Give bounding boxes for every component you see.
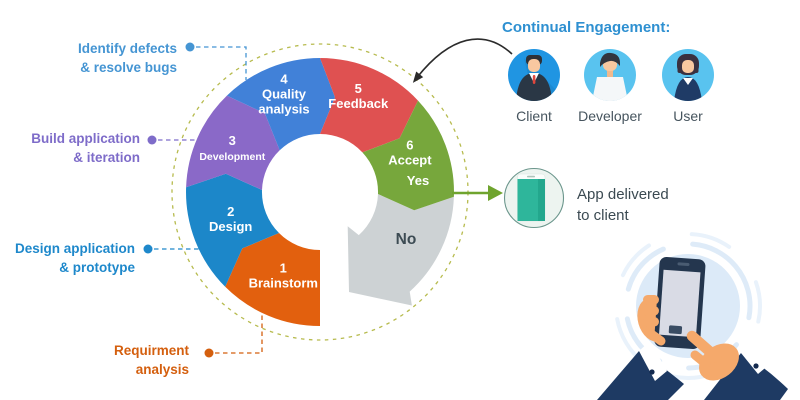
segment-design [186,173,279,287]
label-line: analysis [135,362,189,377]
delivery-line: to client [577,207,629,224]
client-label: Client [516,108,552,124]
client-avatar [508,49,560,101]
app-delivered-text: App delivered to client [577,184,669,226]
label-line: Build application [31,131,140,146]
hands-holding-phone-illustration [597,232,788,400]
label-connectors [143,42,263,358]
segment-quality [226,58,335,151]
developer-avatar [584,49,636,101]
delivery-line: App delivered [577,186,669,203]
user-label: User [673,108,703,124]
segment-development [186,95,280,190]
label-design-application: Design application & prototype [0,239,135,277]
label-line: & prototype [59,260,135,275]
no-arrow-shape [347,194,454,306]
segment-feedback [320,58,418,153]
label-line: & resolve bugs [80,60,177,75]
label-identify-defects: Identify defects & resolve bugs [35,39,177,77]
label-line: Design application [14,241,135,256]
no-return-arrow [305,178,454,306]
feedback-engagement-arrow [412,38,513,83]
continual-engagement-title: Continual Engagement: [502,19,671,36]
connector-dot [147,135,157,145]
app-delivered-phone-icon [503,167,565,229]
user-avatar [662,49,714,101]
connector-dot [185,42,195,52]
label-line: & iteration [73,150,140,165]
segment-brainstorm [225,233,320,327]
connector-line [215,312,263,354]
yes-delivery-arrow [452,185,503,201]
connector-dot [204,348,214,358]
yes-label: Yes [407,173,429,188]
label-requirement-analysis: Requirment analysis [55,341,189,379]
label-line: Identify defects [77,41,177,56]
label-line: Requirment [113,343,189,358]
cycle-segments [186,58,454,327]
no-label: No [396,231,417,248]
connector-line [196,46,247,80]
label-build-application: Build application & iteration [0,129,140,167]
segment-accept [362,100,454,211]
connector-dot [143,244,153,254]
developer-label: Developer [578,108,642,124]
